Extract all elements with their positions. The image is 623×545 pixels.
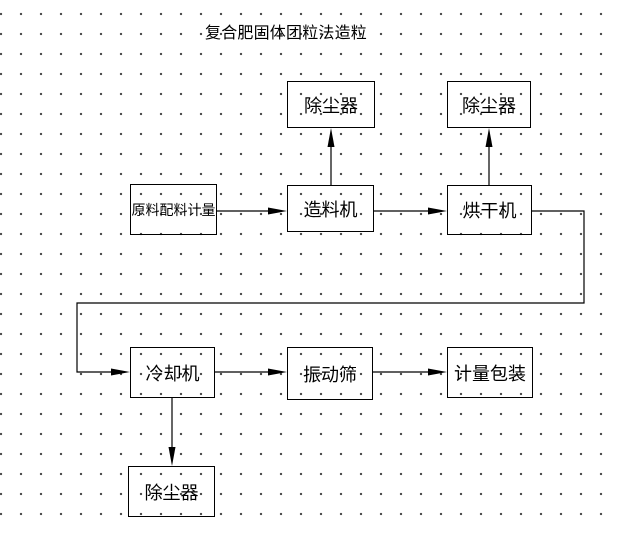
box-label: 除尘器: [144, 482, 199, 504]
box-raw-material-metering: 原料配料计量: [130, 184, 217, 235]
box-dust-collector-top-left: 除尘器: [287, 81, 375, 128]
box-label: 烘干机: [462, 201, 517, 222]
box-metering-packaging: 计量包装: [447, 347, 533, 398]
box-label: 除尘器: [304, 95, 358, 117]
box-label: 除尘器: [462, 95, 516, 117]
box-label: 冷却机: [145, 363, 200, 385]
box-label: 原料配料计量: [131, 202, 216, 219]
box-label: 造料机: [303, 199, 358, 221]
box-vibrating-screen: 振动筛: [287, 347, 373, 400]
box-dryer: 烘干机: [447, 185, 532, 235]
box-granulator: 造料机: [287, 185, 374, 232]
box-dust-collector-top-right: 除尘器: [447, 81, 531, 128]
box-label: 振动筛: [303, 364, 357, 386]
box-cooler: 冷却机: [130, 347, 215, 398]
grid-dots: [0, 0, 612, 522]
box-dust-collector-bottom: 除尘器: [128, 466, 215, 517]
box-label: 计量包装: [454, 363, 526, 385]
diagram-title: 复合肥固体团粒法造粒: [205, 23, 368, 42]
